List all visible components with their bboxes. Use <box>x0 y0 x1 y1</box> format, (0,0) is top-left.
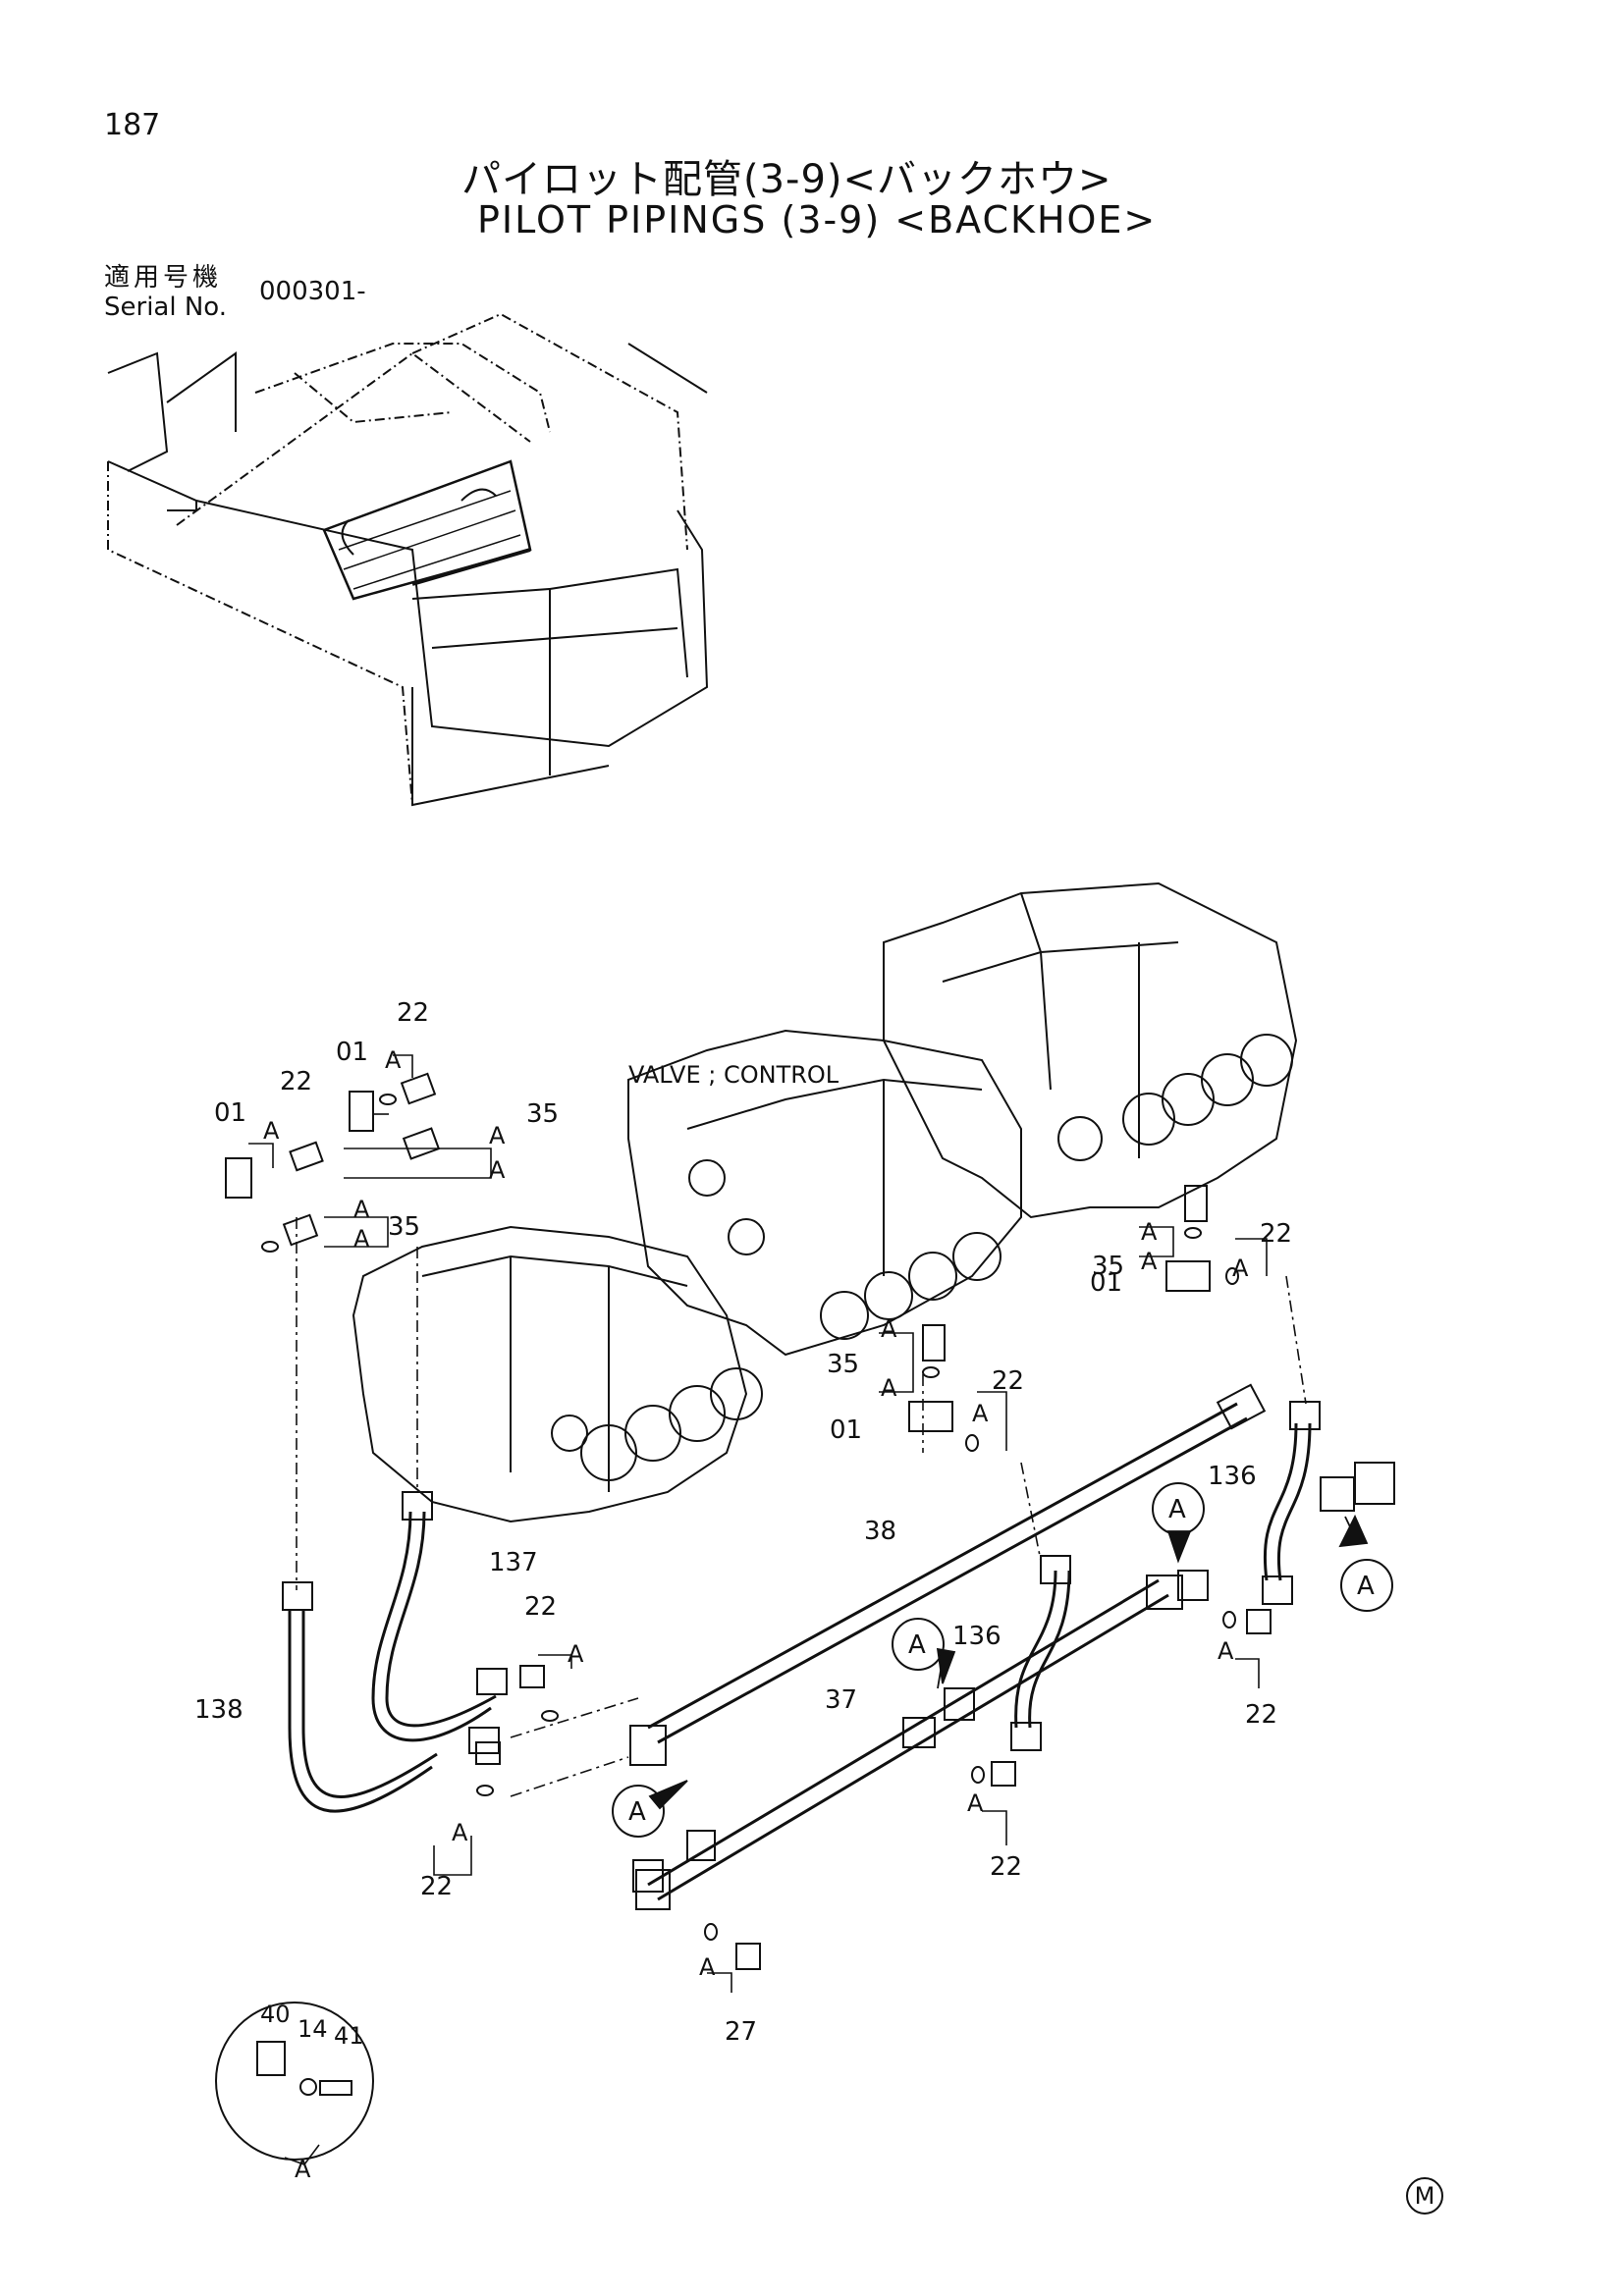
label-35: 35 <box>388 1212 420 1242</box>
label-137: 137 <box>489 1548 538 1577</box>
label-valve-control: VALVE ; CONTROL <box>628 1061 839 1089</box>
label-37: 37 <box>825 1685 857 1715</box>
label-22: 22 <box>992 1366 1024 1396</box>
page-title-jp: パイロット配管(3-9)<バックホウ> <box>461 157 1112 202</box>
label-a: A <box>353 1196 370 1223</box>
label-22: 22 <box>420 1872 453 1901</box>
label-22: 22 <box>1245 1700 1277 1730</box>
label-a: A <box>1141 1248 1158 1275</box>
label-35: 35 <box>1092 1252 1124 1281</box>
page-mark: M <box>1406 2177 1443 2215</box>
label-a: A <box>568 1640 584 1668</box>
label-a: A <box>263 1117 280 1145</box>
label-38: 38 <box>864 1517 896 1546</box>
hose-137 <box>371 1511 497 1742</box>
label-22: 22 <box>397 998 429 1028</box>
label-a: A <box>972 1400 989 1427</box>
label-01: 01 <box>336 1038 368 1067</box>
label-a: A <box>881 1315 897 1343</box>
label-a: A <box>881 1374 897 1402</box>
ref-circle-a-label: A <box>1168 1495 1186 1524</box>
label-22: 22 <box>1260 1219 1292 1249</box>
label-a: A <box>1232 1255 1249 1282</box>
label-138: 138 <box>194 1695 244 1725</box>
label-40: 40 <box>260 2001 291 2028</box>
serial-label-jp: 適用号機 <box>104 263 223 293</box>
hose-138 <box>288 1610 438 1813</box>
leader-lines <box>296 1217 1307 1797</box>
control-valve-blocks <box>352 881 1298 1523</box>
label-35: 35 <box>827 1350 859 1379</box>
label-136: 136 <box>1208 1462 1257 1491</box>
label-a: A <box>489 1156 506 1184</box>
label-01: 01 <box>214 1098 246 1128</box>
pipe-136-upper <box>1263 1422 1312 1581</box>
machine-overview-sketch <box>107 312 709 807</box>
label-35: 35 <box>526 1099 559 1129</box>
label-22: 22 <box>524 1592 557 1622</box>
label-a: A <box>295 2156 311 2183</box>
pipe-38 <box>629 1383 1267 1766</box>
callout-labels: VALVE ; CONTROL 22 01 A 22 01 A A 35 A A… <box>194 998 1292 2183</box>
page-number: 187 <box>104 108 161 142</box>
fittings <box>225 1072 1395 1970</box>
label-22: 22 <box>990 1852 1022 1882</box>
label-a: A <box>1218 1637 1234 1665</box>
ref-arrows <box>648 1514 1369 1810</box>
label-41: 41 <box>334 2022 364 2050</box>
label-14: 14 <box>298 2015 328 2043</box>
ref-circles: A A A A <box>612 1482 1393 1838</box>
ref-circle-a-label: A <box>1357 1572 1375 1601</box>
label-a: A <box>452 1819 468 1846</box>
ref-circle-a-label: A <box>628 1797 646 1827</box>
label-01: 01 <box>1090 1268 1122 1298</box>
pipe-136-lower <box>1014 1570 1071 1729</box>
detail-circle-a <box>215 2002 374 2165</box>
page-title-en: PILOT PIPINGS (3-9) <BACKHOE> <box>477 198 1158 241</box>
label-27: 27 <box>725 2017 757 2047</box>
label-136: 136 <box>952 1622 1001 1651</box>
label-a: A <box>1141 1218 1158 1246</box>
label-a: A <box>699 1953 716 1981</box>
label-01: 01 <box>830 1415 862 1445</box>
label-a: A <box>967 1789 984 1817</box>
label-a: A <box>353 1225 370 1253</box>
serial-label-en: Serial No. <box>104 293 227 322</box>
callout-brackets <box>248 1054 1268 1993</box>
serial-value: 000301- <box>259 277 366 306</box>
label-a: A <box>489 1122 506 1149</box>
label-a: A <box>385 1046 402 1074</box>
ref-circle-a-label: A <box>908 1630 926 1660</box>
label-22: 22 <box>280 1067 312 1096</box>
